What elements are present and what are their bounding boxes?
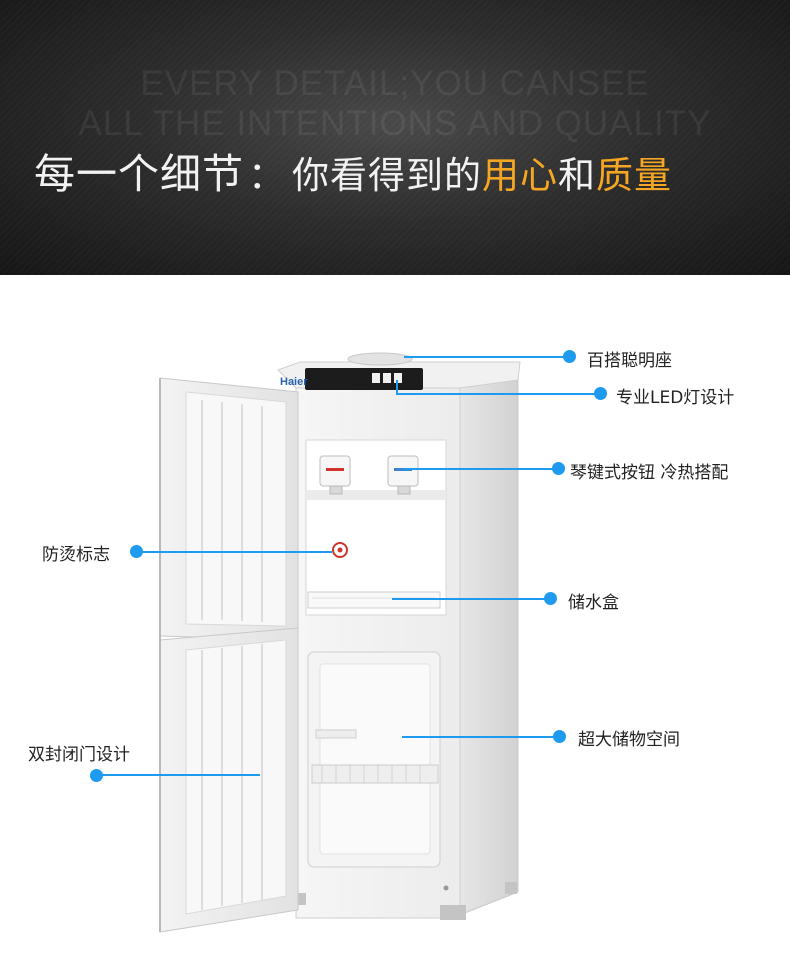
- callout-vline-led: [396, 380, 398, 394]
- callout-line-led: [396, 393, 600, 395]
- english-tagline-1: EVERY DETAIL;YOU CANSEE: [140, 64, 650, 103]
- callout-line-anti-scald: [140, 551, 332, 553]
- water-dispenser-illustration: Haier: [0, 275, 790, 960]
- callout-line-piano-keys: [404, 468, 556, 470]
- headline-highlight-2: 质量: [596, 154, 672, 197]
- banner-headline: 每一个细节：你看得到的用心和质量: [34, 140, 672, 200]
- headline-part3: 和: [558, 154, 596, 197]
- callout-dot-double-seal-door: [90, 769, 103, 782]
- callout-line-storage: [402, 736, 558, 738]
- headline-part2: 你看得到的: [292, 154, 482, 197]
- decorative-fine-text-2: ········································…: [214, 225, 576, 229]
- header-banner: EVERY DETAIL;YOU CANSEE ALL THE INTENTIO…: [0, 0, 790, 275]
- callout-dot-storage: [553, 730, 566, 743]
- label-storage-space: 超大储物空间: [578, 730, 680, 750]
- decorative-fine-text-3: ········································…: [282, 236, 508, 240]
- headline-part1: 每一个细节: [34, 150, 244, 198]
- label-anti-scald: 防烫标志: [42, 545, 110, 565]
- label-water-box: 储水盒: [568, 593, 619, 613]
- callout-line-double-seal-door: [100, 774, 260, 776]
- label-piano-keys: 琴键式按钮 冷热搭配: [570, 463, 729, 483]
- callout-dot-led: [594, 387, 607, 400]
- callout-line-smart-base: [404, 356, 570, 358]
- callout-dot-anti-scald: [130, 545, 143, 558]
- callout-dot-smart-base: [563, 350, 576, 363]
- headline-highlight-1: 用心: [482, 154, 558, 197]
- brand-logo: Haier: [280, 376, 308, 388]
- label-smart-base: 百搭聪明座: [587, 351, 672, 371]
- label-double-seal-door: 双封闭门设计: [28, 745, 130, 765]
- callout-line-water-box: [392, 598, 548, 600]
- water-dispenser-drawing: Haier: [159, 352, 521, 933]
- label-led-light: 专业LED灯设计: [616, 388, 735, 408]
- headline-separator: ：: [248, 154, 286, 197]
- callout-dot-water-box: [544, 592, 557, 605]
- decorative-fine-text-1: ········································…: [195, 213, 595, 217]
- callout-dot-piano-keys: [552, 462, 565, 475]
- english-tagline-2: ALL THE INTENTIONS AND QUALITY: [78, 104, 712, 143]
